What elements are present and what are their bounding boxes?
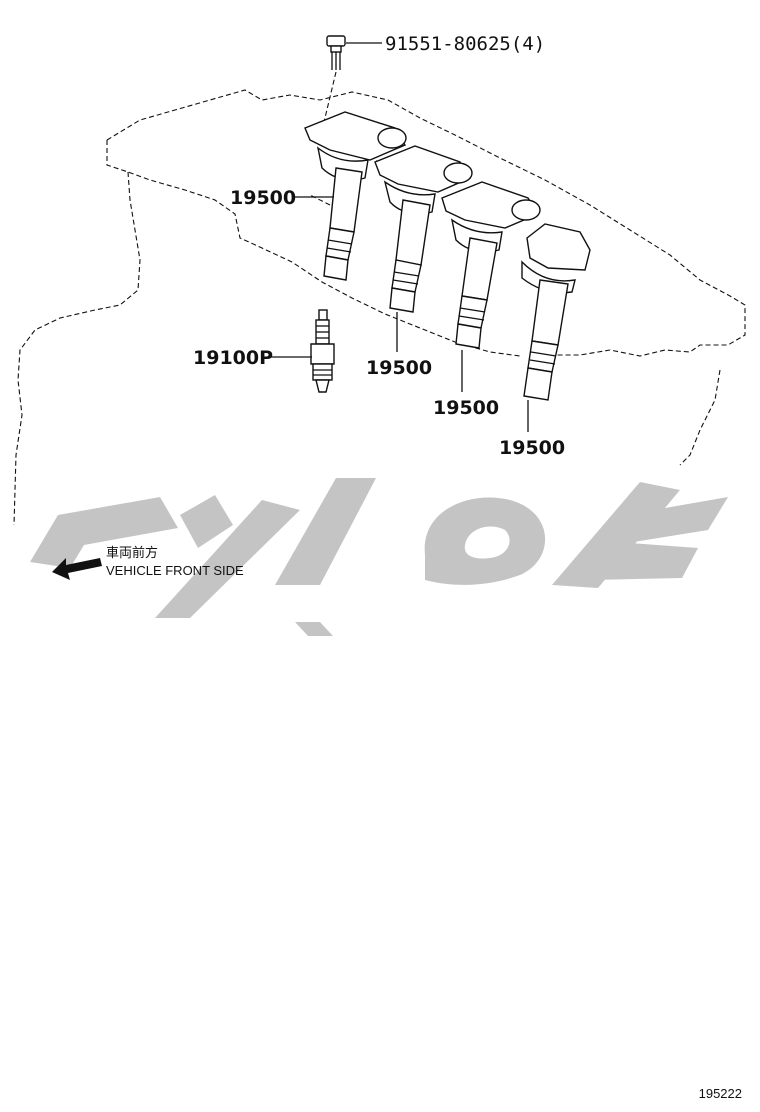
- direction-label-jp: 車両前方: [106, 545, 158, 560]
- leader-lines: [270, 42, 529, 432]
- ignition-coil-4: [521, 223, 591, 401]
- callout-coil-3: 19500: [433, 397, 499, 419]
- callout-coil-1: 19500: [230, 187, 296, 209]
- front-arrow-icon: [52, 558, 102, 580]
- callout-spark-plug: 19100P: [193, 347, 273, 369]
- ignition-coil-3: [441, 181, 541, 349]
- ignition-coil-1: [304, 111, 407, 281]
- bolt-part: [323, 35, 346, 123]
- callout-bolt: 91551-80625(4): [385, 33, 545, 55]
- spark-plug-part: [310, 309, 335, 393]
- vehicle-front-indicator: 車両前方 VEHICLE FRONT SIDE: [52, 545, 244, 580]
- callout-coil-2: 19500: [366, 357, 432, 379]
- callout-coil-4: 19500: [499, 437, 565, 459]
- watermark-logo: [30, 478, 728, 636]
- direction-label-en: VEHICLE FRONT SIDE: [106, 563, 244, 578]
- ignition-coil-2: [374, 145, 473, 313]
- figure-number: 195222: [699, 1086, 742, 1101]
